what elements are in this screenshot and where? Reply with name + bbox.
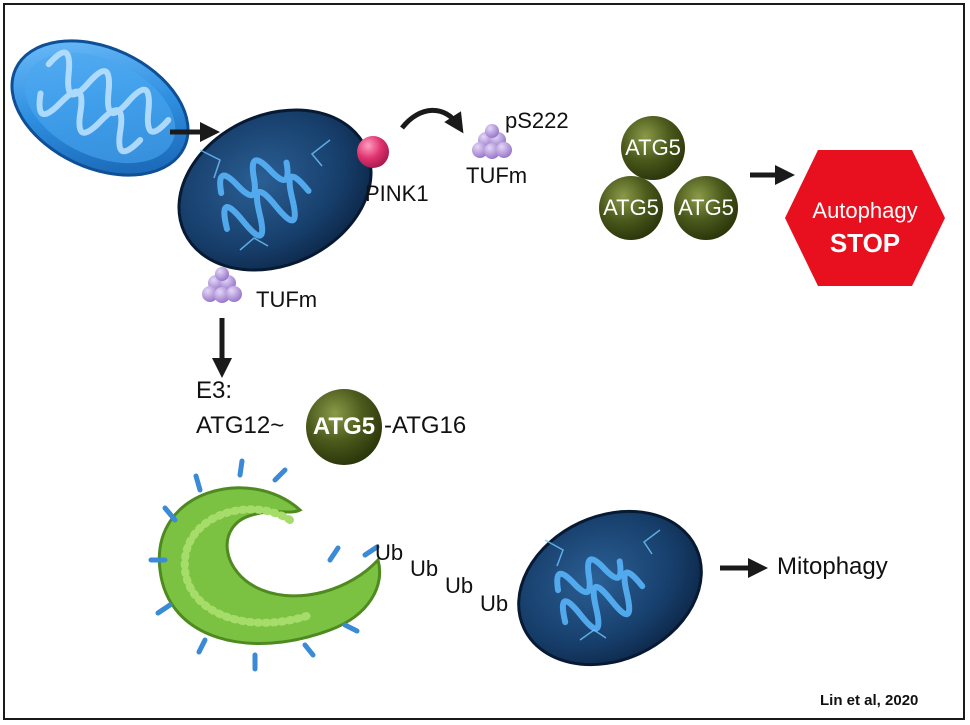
tufm-phospho-label: TUFm [466, 163, 528, 188]
atg5-label-top: ATG5 [625, 135, 681, 160]
tufm-bound-label: TUFm [256, 287, 318, 312]
curved-arrow-phospho [400, 107, 464, 134]
citation-label: Lin et al, 2020 [820, 692, 919, 709]
atg5-sphere-left [599, 176, 663, 240]
ub-label-3: Ub [445, 573, 474, 598]
tufm-phospho-cluster [472, 124, 512, 159]
mitophagy-label: Mitophagy [777, 553, 888, 580]
healthy-mitochondrion [10, 39, 190, 177]
damaged-mitochondrion-top [177, 108, 373, 272]
atg5-label-left: ATG5 [603, 195, 659, 220]
ub-label-2: Ub [410, 556, 439, 581]
pink1-label: PINK1 [365, 181, 429, 206]
stop-line1: Autophagy [812, 198, 918, 223]
e3-label: E3: [196, 377, 233, 404]
tufm-bound-cluster [202, 267, 242, 303]
phagophore [148, 458, 382, 672]
ub-label-1: Ub [375, 540, 404, 565]
stop-line2: STOP [829, 228, 901, 258]
atg16-label: -ATG16 [384, 412, 467, 439]
atg12-label: ATG12~ [196, 412, 285, 439]
pink1-sphere [357, 136, 389, 168]
atg5-sphere-top [621, 116, 685, 180]
ps222-label: pS222 [505, 108, 569, 133]
damaged-mitochondrion-bottom [517, 509, 703, 667]
ub-label-4: Ub [480, 591, 509, 616]
atg5-sphere-right [674, 176, 738, 240]
atg5-label-right: ATG5 [678, 195, 734, 220]
atg5-e3-label: ATG5 [312, 413, 376, 440]
stop-sign [785, 150, 945, 286]
atg5-sphere-e3 [306, 389, 382, 465]
